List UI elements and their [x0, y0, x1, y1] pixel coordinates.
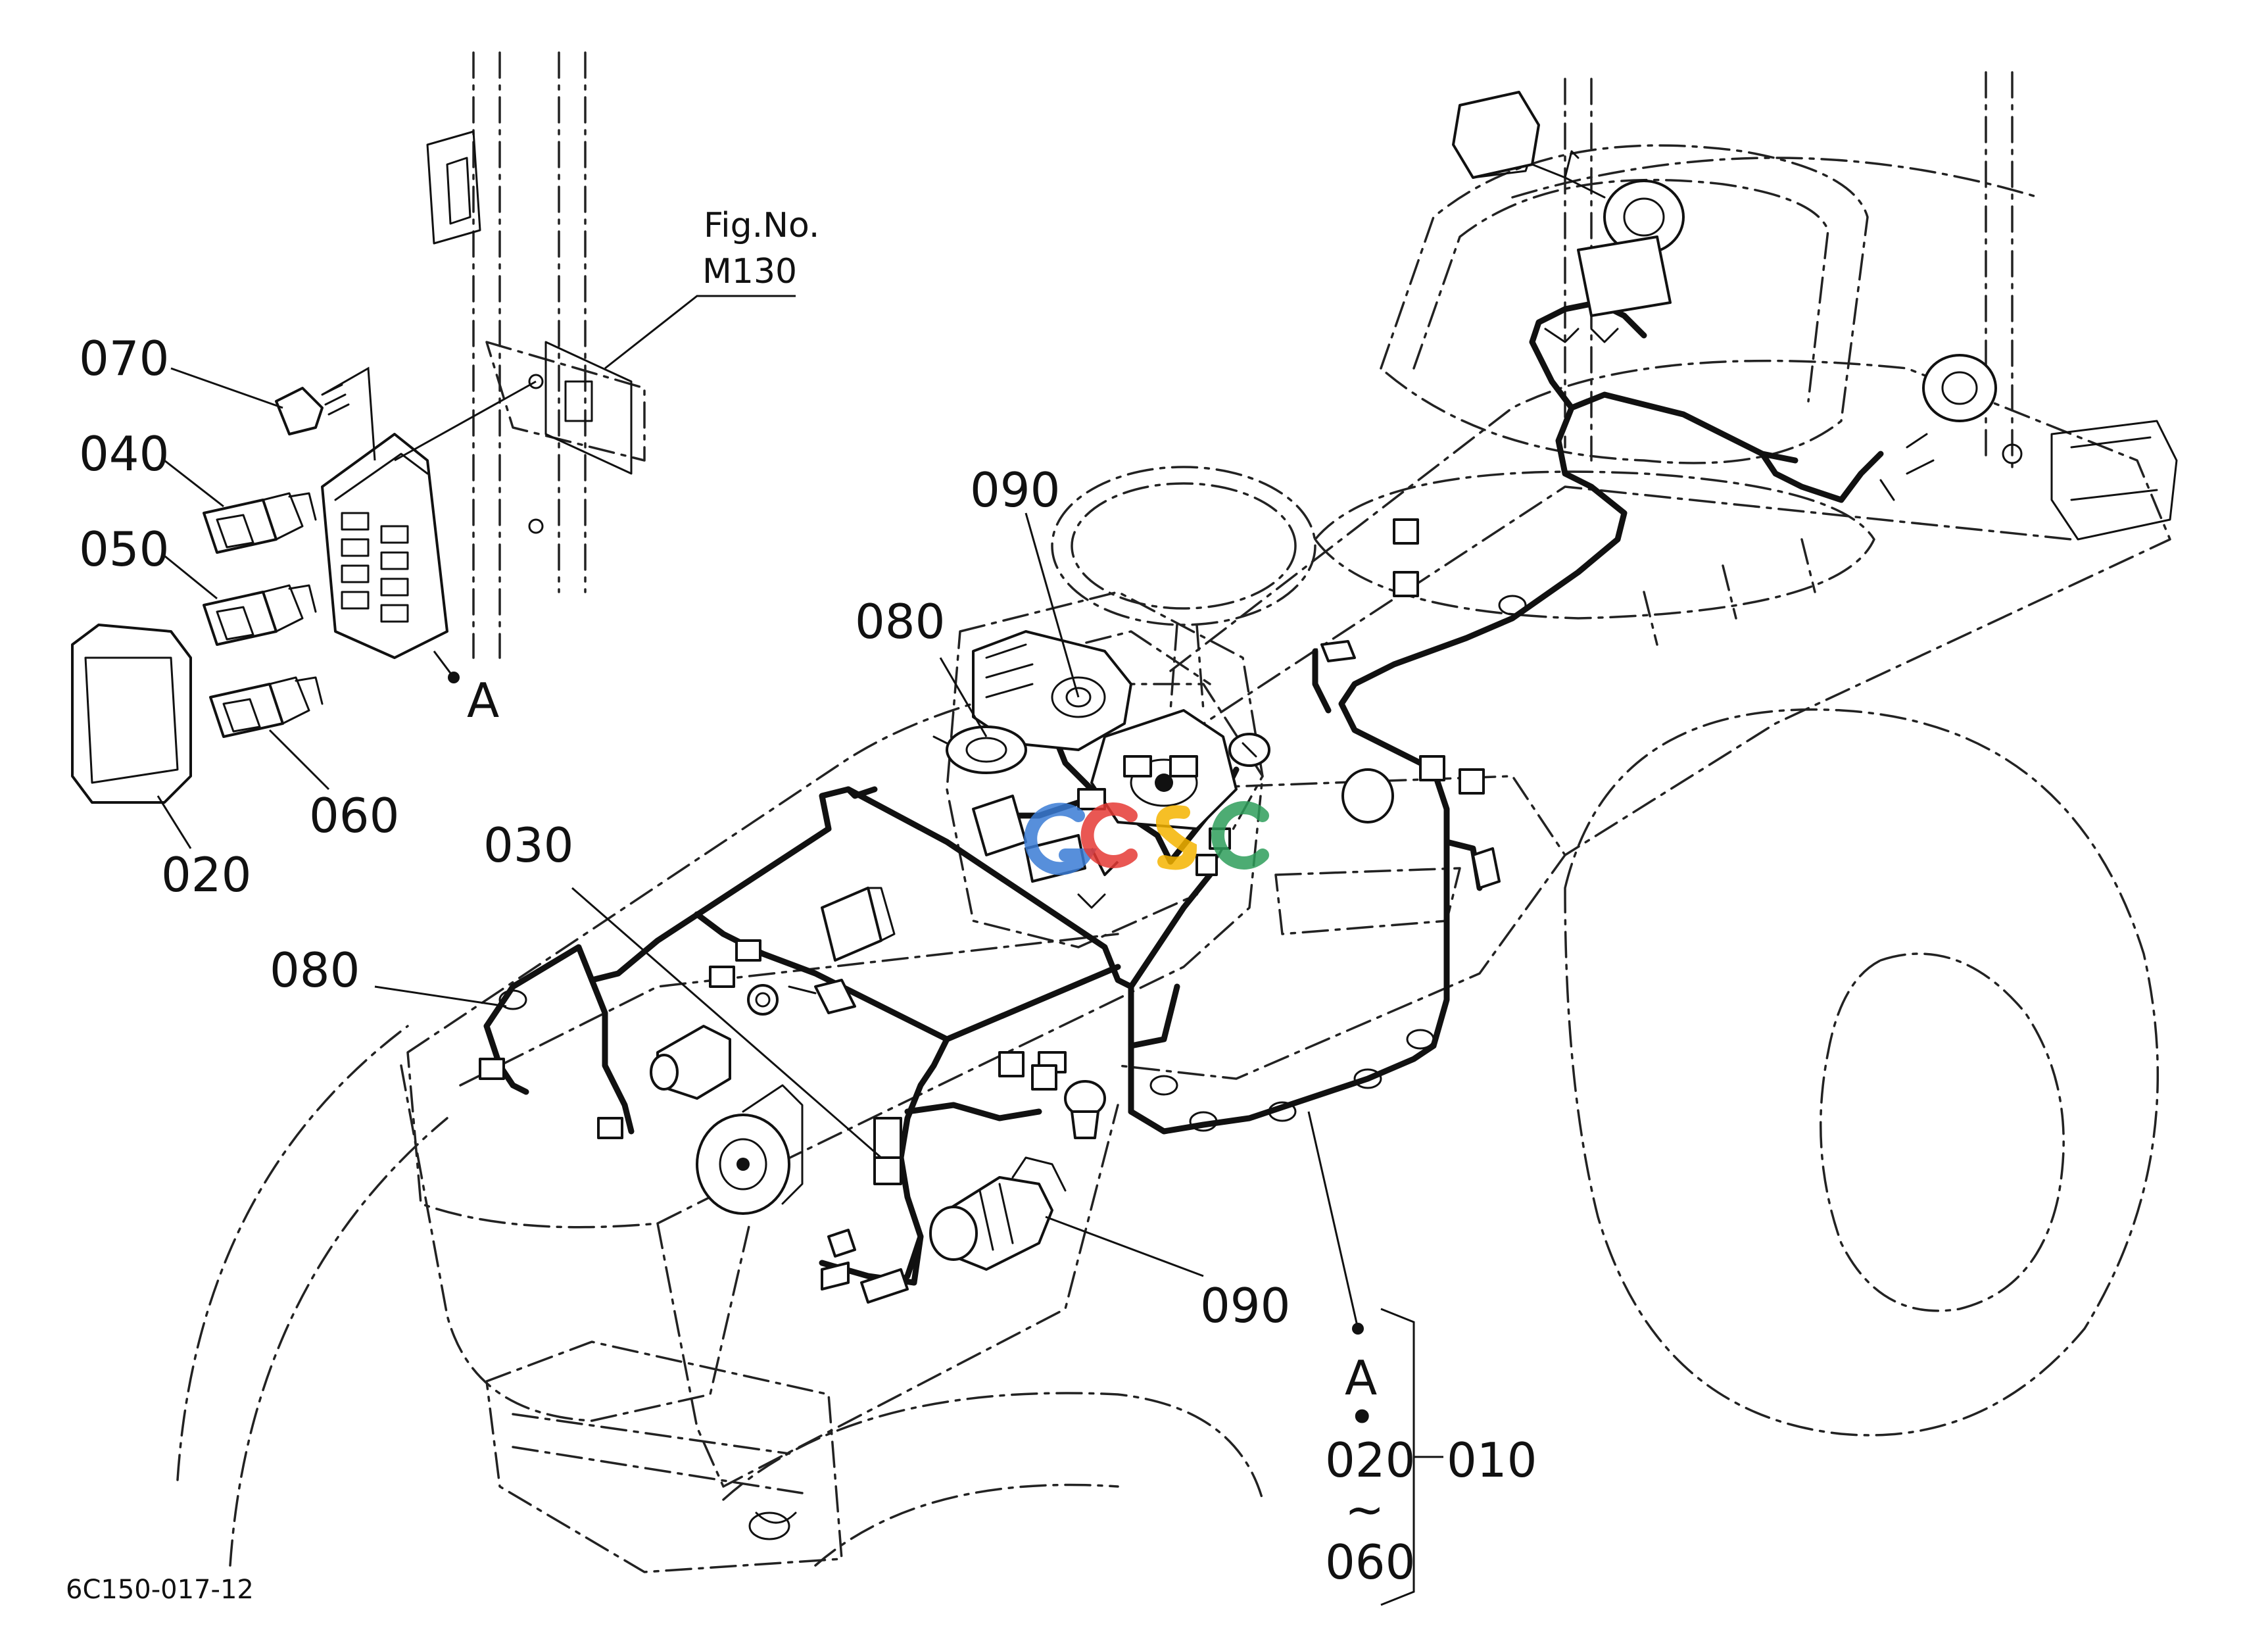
range-start-label: 020 [1325, 1433, 1415, 1488]
part-label-020: 020 [161, 847, 251, 902]
marker-label-a-bottom: A [1345, 1350, 1377, 1406]
instrument-cluster [972, 630, 1238, 909]
assembly-label-010: 010 [1447, 1433, 1537, 1488]
marker-label-a-top: A [467, 673, 499, 728]
screw [275, 383, 350, 435]
part-label-090-top: 090 [970, 462, 1060, 518]
range-tilde: ~ [1345, 1482, 1384, 1537]
fuse-040 [203, 492, 317, 554]
alternator [696, 1084, 804, 1215]
part-label-090-bottom: 090 [1200, 1278, 1290, 1333]
fuse-cover [71, 624, 192, 804]
connectors [479, 518, 1501, 1185]
range-end-label: 060 [1325, 1535, 1415, 1590]
oil-sensor [747, 984, 779, 1016]
solenoid [650, 1025, 731, 1100]
figure-ref-label: Fig.No. [704, 206, 819, 245]
part-label-050: 050 [79, 522, 169, 577]
fuse-060 [209, 676, 324, 738]
relay [821, 887, 896, 962]
fuse-box [321, 433, 448, 659]
rear-lamp-left [1452, 91, 1685, 343]
rear-lamp-right [1879, 354, 2023, 501]
watermark-logo [1024, 801, 1269, 875]
key-switch [1228, 733, 1270, 767]
figure-ref-number: M130 [702, 252, 797, 291]
temp-sensor [821, 1229, 909, 1304]
range-bullet: • [1348, 1390, 1376, 1445]
fuse-050 [203, 584, 317, 646]
fuel-sender [1341, 768, 1394, 823]
horn [932, 725, 1027, 774]
part-label-040: 040 [79, 426, 169, 481]
fuse-mount-bracket [426, 130, 633, 534]
pressure-switch [1038, 1051, 1106, 1139]
part-label-070: 070 [79, 331, 169, 386]
diagram-code: 6C150-017-12 [66, 1575, 254, 1605]
part-label-080-left: 080 [270, 943, 360, 998]
starter-motor [929, 1156, 1067, 1271]
neutral-switch [788, 979, 856, 1014]
part-label-080-top: 080 [855, 594, 945, 649]
part-label-060: 060 [309, 788, 399, 843]
part-label-030: 030 [483, 818, 573, 873]
clamps [498, 595, 1527, 1132]
